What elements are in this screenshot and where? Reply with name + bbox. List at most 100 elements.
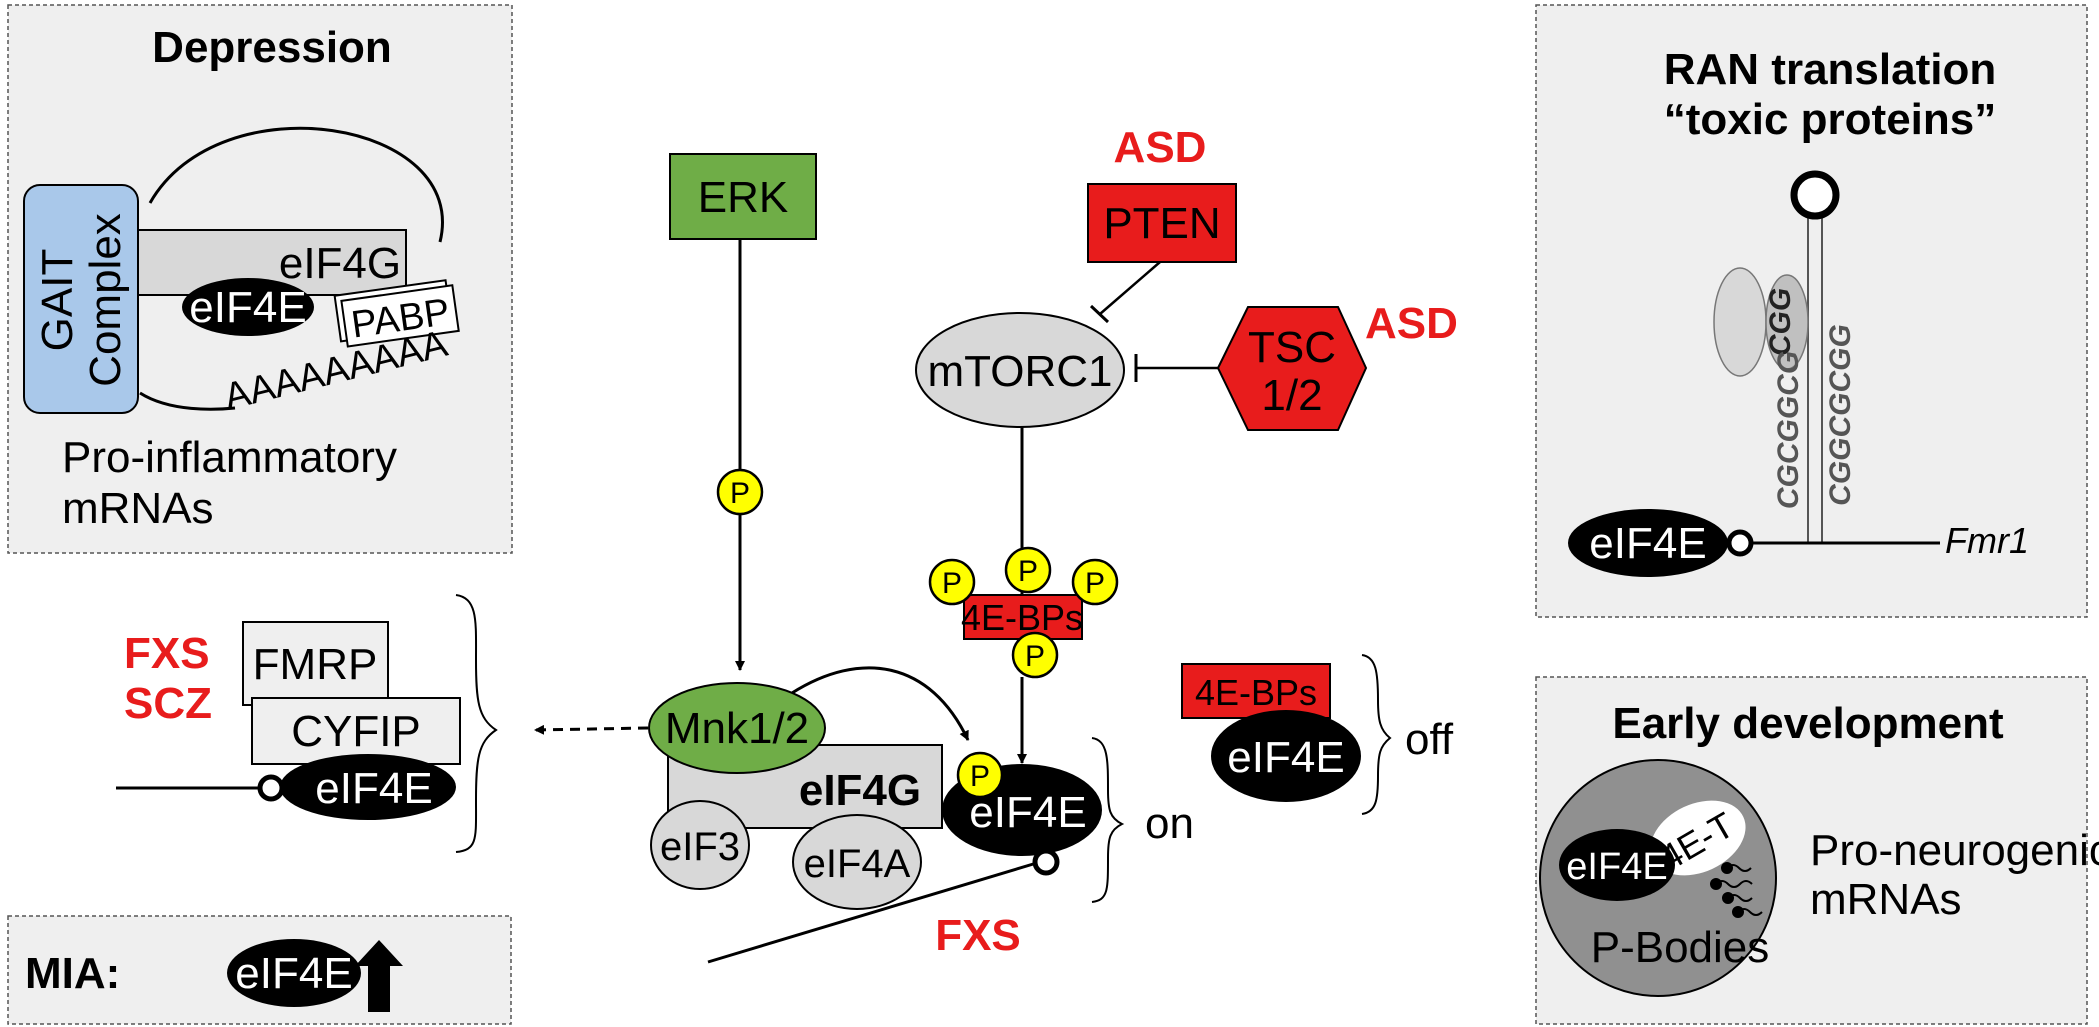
asd-top-label: ASD	[1114, 123, 1207, 172]
left-brace	[455, 594, 498, 853]
cgg-label: CGG	[1764, 288, 1797, 356]
eif4g-label: eIF4G	[279, 239, 401, 288]
asd-right-label: ASD	[1365, 299, 1458, 348]
mtorc1-label: mTORC1	[928, 347, 1113, 396]
gait-complex-box	[23, 184, 139, 414]
erk-phospho	[716, 468, 764, 516]
four-ebps-phospho-2-label: P	[1018, 555, 1038, 588]
depression-title: Depression	[152, 23, 392, 72]
mrna-squiggle	[1737, 908, 1763, 916]
eif4a-label: eIF4A	[804, 842, 911, 886]
erk-label: ERK	[698, 173, 788, 222]
four-ebps-phospho-1	[928, 558, 976, 606]
eif4e-phospho	[956, 751, 1004, 799]
eif3-oval	[650, 800, 750, 890]
mia-eif4e-label: eIF4E	[235, 949, 352, 998]
four-ebps-phospho-1-label: P	[942, 567, 962, 600]
ran-cap-circle	[1726, 529, 1754, 557]
mtorc1-oval	[915, 312, 1125, 428]
early-development-panel: Early development 4E-T eIF4E P-Bodies Pr…	[1535, 676, 2099, 1025]
ran-panel: RAN translation “toxic proteins” CGG CGC…	[1535, 4, 2088, 618]
early-eif4e-oval	[1559, 829, 1675, 901]
erk-box	[669, 153, 817, 240]
fmrp-label: FMRP	[253, 640, 378, 689]
eif4a-oval	[792, 814, 922, 910]
neurogenic-mrnas-label: mRNAs	[1810, 875, 1962, 924]
up-arrow-icon	[355, 940, 403, 1012]
pabp-box	[340, 284, 460, 348]
mrnas-label: mRNAs	[62, 484, 214, 533]
repeat-left-label: CGCGGCG	[1772, 351, 1805, 509]
scz-label: SCZ	[124, 679, 212, 728]
on-brace	[1091, 737, 1125, 903]
four-ebps-phospho-4	[1011, 631, 1059, 679]
central-eif4g-label: eIF4G	[799, 766, 921, 815]
mrna-strand	[139, 391, 236, 411]
cyfip-label: CYFIP	[291, 707, 421, 756]
four-e-t-oval	[1650, 800, 1746, 876]
four-ebps-phospho-4-label: P	[1025, 640, 1045, 673]
ran-title-2: “toxic proteins”	[1664, 95, 1997, 144]
fmr1-label: Fmr1	[1945, 520, 2029, 561]
central-cap-circle	[1032, 848, 1060, 876]
gait-label: GAIT	[33, 249, 82, 352]
off-eif4e-label: eIF4E	[1227, 733, 1344, 782]
fxs-eif4e-label: eIF4E	[315, 764, 432, 813]
mrna-squiggle	[1727, 894, 1753, 902]
cyfip-box	[251, 697, 461, 765]
four-ebps-phospho-3	[1071, 558, 1119, 606]
pro-inflammatory-label: Pro-inflammatory	[62, 433, 397, 482]
off-label: off	[1405, 715, 1454, 764]
cap-circle	[257, 774, 285, 802]
mrna-loop-arc	[148, 126, 444, 243]
ribosome-large-subunit	[1713, 267, 1767, 377]
tsc-label-2: 1/2	[1261, 371, 1322, 420]
mia-eif4e-oval	[227, 939, 361, 1007]
depression-panel: Depression eIF4G GAIT Complex eIF4E PABP…	[7, 4, 513, 554]
off-four-ebps-label: 4E-BPs	[1195, 672, 1317, 713]
off-brace	[1361, 654, 1392, 815]
hairpin-loop	[1790, 170, 1840, 220]
fxs-eif4e-oval	[280, 754, 456, 820]
mia-panel: MIA: eIF4E	[7, 915, 512, 1025]
ribosome-small-subunit	[1765, 274, 1809, 370]
mnk-label: Mnk1/2	[665, 704, 809, 753]
eif4e-phospho-label: P	[970, 760, 990, 793]
pten-inhibit-line	[1099, 261, 1161, 315]
pten-inhibit-bar	[1089, 304, 1110, 324]
complex-label: Complex	[81, 213, 130, 387]
central-pathway: ERK P ASD PTEN mTORC1 TSC 1/2 ASD 4E-BPs…	[648, 123, 1458, 964]
erk-phospho-label: P	[730, 477, 750, 510]
on-label: on	[1145, 799, 1194, 848]
p-bodies-label: P-Bodies	[1591, 923, 1770, 972]
mrna-squiggle	[1726, 864, 1752, 872]
off-four-ebps-box	[1181, 663, 1331, 719]
mnk-oval	[648, 682, 826, 774]
fxs-left-label: FXS	[124, 629, 210, 678]
off-eif4e-oval	[1211, 710, 1361, 802]
ran-eif4e-label: eIF4E	[1589, 519, 1706, 568]
four-ebps-phospho-3-label: P	[1085, 567, 1105, 600]
ran-title-1: RAN translation	[1664, 45, 1996, 94]
repeat-right-label: CGGCGCGG	[1824, 324, 1857, 506]
pten-box	[1087, 183, 1237, 263]
ran-eif4e-oval	[1568, 509, 1728, 577]
four-ebps-phospho-2	[1004, 546, 1052, 594]
early-development-title: Early development	[1612, 699, 2004, 748]
mrna-squiggle	[1715, 880, 1753, 888]
pro-neurogenic-label: Pro-neurogenic	[1810, 826, 2099, 875]
four-ebps-box	[963, 594, 1083, 640]
early-eif4e-label: eIF4E	[1566, 846, 1667, 888]
eif4e-oval	[182, 278, 314, 336]
pten-label: PTEN	[1103, 199, 1220, 248]
mia-label: MIA:	[25, 949, 120, 998]
fxs-complex: FXS SCZ FMRP CYFIP eIF4E	[116, 594, 649, 853]
mnk-to-eif4e-arrow	[791, 666, 970, 741]
mnk-dashed-arrow	[534, 724, 649, 735]
eif3-label: eIF3	[660, 825, 740, 869]
fxs-bottom-label: FXS	[935, 911, 1021, 960]
eif4e-label: eIF4E	[189, 283, 306, 332]
four-ebps-label: 4E-BPs	[961, 597, 1083, 638]
tsc-label-1: TSC	[1248, 323, 1336, 372]
